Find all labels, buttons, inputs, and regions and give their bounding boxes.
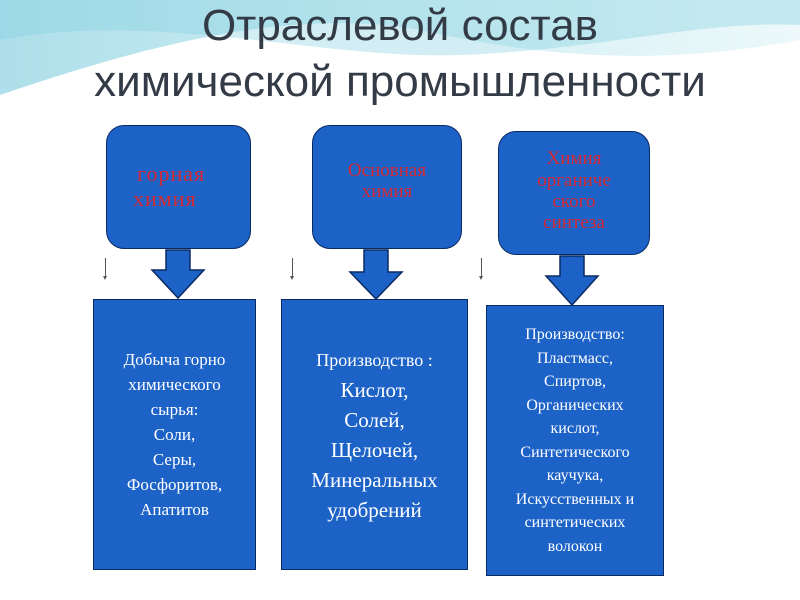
category-line: горная — [137, 161, 206, 187]
arrow-down-icon — [348, 249, 404, 301]
details-line: Искусственных и — [515, 490, 635, 508]
details-line: сырья: — [150, 400, 199, 419]
title-line-1: Отраслевой состав — [201, 1, 599, 50]
details-line: химического — [128, 375, 221, 394]
tick-mark-1 — [103, 258, 107, 280]
category-line: химия — [361, 181, 413, 203]
details-line: Щелочей, — [330, 437, 419, 462]
details-line: удобрений — [327, 497, 422, 522]
details-line: Фосфоритов, — [126, 475, 223, 494]
details-line: Добыча горно — [123, 350, 226, 369]
details-line: Спиртов, — [544, 373, 606, 390]
details-line: Апатитов — [140, 500, 209, 519]
category-box-basic-chemistry: Основная химия — [312, 125, 462, 249]
details-line: кислот, — [550, 420, 600, 437]
category-line: ского — [552, 191, 596, 212]
details-box-organic-synthesis: Производство: Пластмасс, Спиртов, Органи… — [486, 305, 664, 576]
details-box-basic-chemistry: Производство : Кислот, Солей, Щелочей, М… — [281, 299, 468, 570]
details-line: Серы, — [152, 450, 197, 469]
details-line: Пластмасс, — [536, 349, 614, 367]
details-box-mining-chemistry: Добыча горно химического сырья: Соли, Се… — [93, 299, 256, 570]
details-line: синтетических — [524, 514, 626, 531]
details-line: Минеральных — [311, 467, 438, 492]
category-line: Химия — [546, 148, 602, 170]
title-line-2: химической промышленности — [94, 57, 706, 106]
details-line: каучука, — [546, 467, 604, 484]
details-line: Солей, — [344, 407, 405, 432]
details-line: Синтетического — [520, 443, 630, 461]
category-box-organic-synthesis: Химия органиче ского синтеза — [498, 131, 650, 255]
details-line: Соли, — [153, 425, 196, 444]
category-box-mining-chemistry: горная химия — [106, 125, 251, 249]
category-line: органиче — [537, 169, 611, 191]
arrow-down-icon — [150, 249, 206, 300]
tick-mark-2 — [290, 258, 294, 280]
category-line: синтеза — [543, 212, 605, 234]
details-line: Производство : — [316, 349, 433, 370]
details-line: волокон — [547, 537, 603, 555]
category-line: Основная — [347, 160, 427, 181]
details-line: Кислот, — [340, 377, 409, 402]
arrow-down-icon — [544, 255, 600, 307]
details-line: Органических — [526, 396, 624, 414]
category-line: химия — [133, 186, 197, 211]
details-line: Производство: — [525, 326, 625, 343]
tick-mark-3 — [479, 258, 483, 280]
